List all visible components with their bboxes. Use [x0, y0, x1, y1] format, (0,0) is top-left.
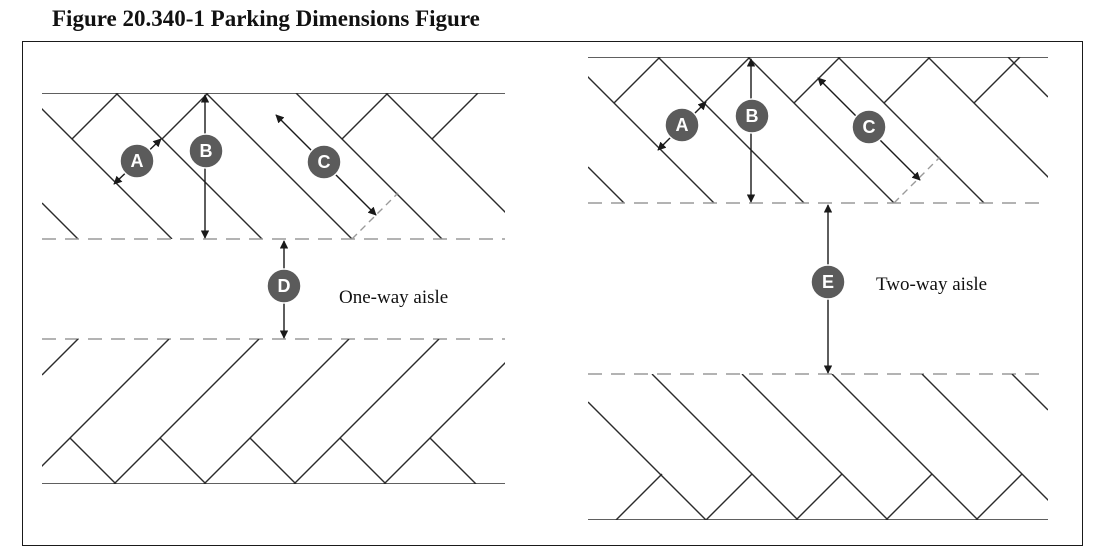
stall-end-dashed	[893, 156, 941, 204]
stall-end-line	[161, 93, 209, 140]
stall-end-line	[705, 473, 753, 520]
stall-end-line	[341, 93, 389, 140]
stall-line	[588, 166, 625, 203]
right-markers: A B C E	[664, 98, 887, 300]
stall-line	[1011, 374, 1048, 411]
left-panel	[42, 93, 505, 484]
stall-end-line	[69, 437, 117, 484]
stall-end-line	[431, 93, 479, 140]
stall-end-line	[975, 473, 1023, 520]
marker-e: E	[810, 264, 846, 300]
stall-line	[115, 93, 263, 239]
stall-line	[385, 93, 505, 213]
stall-end-line	[429, 437, 477, 484]
marker-a: A	[119, 143, 155, 179]
stall-end-line	[613, 57, 661, 104]
stall-line	[588, 76, 715, 203]
marker-c: C	[851, 109, 887, 145]
marker-b: B	[734, 98, 770, 134]
marker-c-label: C	[318, 152, 331, 172]
stall-end-dashed	[351, 192, 399, 240]
stall-end-line	[71, 93, 119, 140]
stall-line	[741, 374, 889, 520]
stall-end-line	[703, 57, 751, 104]
stall-end-line	[249, 437, 297, 484]
stall-end-line	[615, 473, 663, 520]
marker-a-label: A	[676, 115, 689, 135]
marker-d: D	[266, 268, 302, 304]
stall-line	[293, 339, 440, 484]
marker-e-label: E	[822, 272, 834, 292]
marker-d-label: D	[278, 276, 291, 296]
one-way-aisle-label: One-way aisle	[339, 287, 448, 308]
stall-line	[657, 57, 805, 203]
stall-line	[1007, 57, 1048, 98]
left-bottom-stalls	[42, 339, 505, 484]
stall-line	[383, 362, 505, 484]
stall-line	[831, 374, 979, 520]
stall-line	[42, 108, 173, 239]
marker-b-label: B	[746, 106, 759, 126]
stall-end-line	[885, 473, 933, 520]
stall-line	[588, 401, 707, 520]
stall-end-line	[793, 57, 841, 104]
right-bottom-stalls	[588, 374, 1048, 520]
stall-end-line	[795, 473, 843, 520]
marker-b-label: B	[200, 141, 213, 161]
stall-line	[42, 339, 79, 376]
marker-b: B	[188, 133, 224, 169]
left-markers: A B C D	[119, 133, 342, 304]
stall-end-line	[339, 437, 387, 484]
stall-end-line	[159, 437, 207, 484]
stall-line	[927, 57, 1048, 178]
stall-line	[203, 339, 350, 484]
right-top-stalls	[588, 57, 1048, 203]
marker-a: A	[664, 107, 700, 143]
stall-line	[651, 374, 799, 520]
marker-c: C	[306, 144, 342, 180]
stall-line	[113, 339, 260, 484]
stall-end-line	[973, 57, 1021, 104]
figure-title: Figure 20.340-1 Parking Dimensions Figur…	[52, 6, 480, 31]
left-top-stalls	[42, 93, 505, 239]
stall-line	[921, 374, 1048, 501]
right-panel	[588, 57, 1048, 520]
figure-frame	[22, 41, 1083, 546]
marker-c-label: C	[863, 117, 876, 137]
stall-line	[42, 339, 170, 467]
stall-line	[42, 202, 79, 239]
marker-a-label: A	[131, 151, 144, 171]
two-way-aisle-label: Two-way aisle	[876, 274, 987, 295]
stall-end-line	[883, 57, 931, 104]
